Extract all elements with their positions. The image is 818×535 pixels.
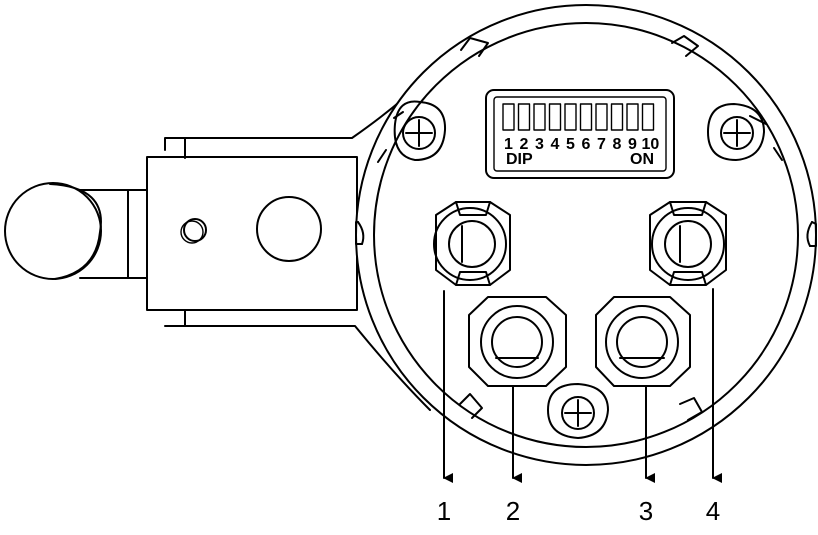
cable-entry-1 [433,201,511,286]
callout-label-1: 1 [437,496,451,526]
dip-number-8: 8 [613,136,622,153]
dip-lever-1 [502,103,515,131]
dip-lever-2 [517,103,531,131]
callout-label-3: 3 [639,496,653,526]
dip-switch-levers [502,103,655,131]
shaft-knob [4,182,102,280]
housing [355,4,817,466]
dip-lever-7 [595,103,608,131]
dip-lever-5 [564,103,577,131]
mounting-screw-bottom [547,383,609,439]
mounting-screw-left [393,100,447,161]
dip-number-6: 6 [582,136,591,153]
shaft-block [79,156,358,311]
callout-label-2: 2 [506,496,520,526]
dip-number-2: 2 [520,136,529,153]
dip-on-label: ON [630,151,654,168]
cable-entry-3 [595,296,691,387]
mounting-screw-right [707,103,767,161]
dip-lever-4 [548,103,562,131]
dip-number-5: 5 [566,136,575,153]
dip-lever-6 [579,103,593,131]
dip-lever-9 [626,103,639,131]
dip-number-3: 3 [535,136,544,153]
callout-arrows [443,288,722,483]
dip-number-7: 7 [597,136,606,153]
dip-number-1: 1 [504,136,513,153]
dip-label: DIP [506,151,533,168]
cable-entry-4 [649,201,727,286]
callout-label-4: 4 [706,496,720,526]
dip-number-10: 10 [642,136,660,153]
cable-entry-2 [468,296,567,387]
dip-number-4: 4 [551,136,560,153]
dip-lever-10 [641,103,655,131]
dip-lever-3 [533,103,546,131]
dip-lever-8 [610,103,624,131]
dip-number-9: 9 [628,136,637,153]
